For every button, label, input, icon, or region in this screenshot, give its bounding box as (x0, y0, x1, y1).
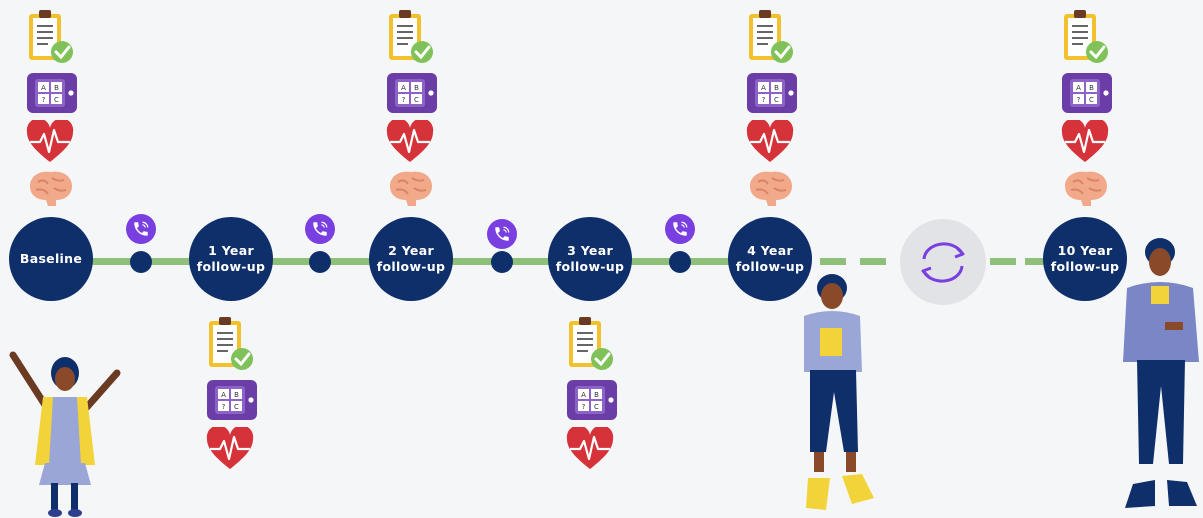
timeline-dot (309, 251, 331, 273)
heart-ecg-icon (566, 425, 614, 476)
svg-text:C: C (414, 96, 419, 104)
svg-text:C: C (54, 96, 59, 104)
svg-text:A: A (581, 391, 586, 399)
heart-ecg-icon (746, 118, 794, 169)
timeline-dot (491, 251, 513, 273)
timeline-dash (860, 258, 886, 265)
svg-text:B: B (774, 84, 779, 92)
milestone-label: Baseline (19, 251, 83, 266)
svg-text:B: B (1089, 84, 1094, 92)
timeline-dot (669, 251, 691, 273)
milestone-sublabel: follow-up (196, 259, 266, 274)
milestone-sublabel: follow-up (555, 259, 625, 274)
svg-text:A: A (1076, 84, 1081, 92)
milestone-label: 4 Year (747, 243, 793, 258)
svg-text:?: ? (42, 96, 46, 104)
timeline-dash (1025, 258, 1045, 265)
brain-icon (746, 168, 796, 215)
brain-icon (26, 168, 76, 215)
phone-call-icon (305, 214, 335, 244)
svg-text:?: ? (1077, 96, 1081, 104)
person-man-standing-illustration (804, 274, 874, 510)
svg-text:B: B (594, 391, 599, 399)
svg-text:A: A (761, 84, 766, 92)
tablet-test-icon: A B ? C (746, 72, 798, 119)
timeline-dot (130, 251, 152, 273)
heart-ecg-icon (206, 425, 254, 476)
tablet-test-icon: A B ? C (386, 72, 438, 119)
clipboard-check-icon (206, 315, 256, 378)
milestone-sublabel: follow-up (1050, 259, 1120, 274)
heart-ecg-icon (386, 118, 434, 169)
heart-ecg-icon (26, 118, 74, 169)
tablet-test-icon: A B ? C (566, 379, 618, 426)
svg-text:A: A (41, 84, 46, 92)
brain-icon (386, 168, 436, 215)
svg-text:A: A (401, 84, 406, 92)
clipboard-check-icon (566, 315, 616, 378)
milestone-sublabel: follow-up (376, 259, 446, 274)
clipboard-check-icon (746, 8, 796, 71)
brain-icon (1061, 168, 1111, 215)
svg-text:?: ? (222, 403, 226, 411)
svg-text:C: C (594, 403, 599, 411)
tablet-test-icon: A B ? C (206, 379, 258, 426)
milestone-sublabel: follow-up (735, 259, 805, 274)
svg-text:B: B (54, 84, 59, 92)
milestone-label: 3 Year (567, 243, 613, 258)
milestone-baseline: Baseline (9, 217, 93, 301)
svg-text:C: C (1089, 96, 1094, 104)
clipboard-check-icon (1061, 8, 1111, 71)
phone-call-icon (126, 214, 156, 244)
person-girl-cheering-illustration (9, 351, 121, 517)
tablet-test-icon: A B ? C (26, 72, 78, 119)
cycle-arrows-icon (900, 219, 986, 305)
milestone-label: 10 Year (1057, 243, 1113, 258)
milestone-label: 1 Year (208, 243, 254, 258)
person-man-with-phone-illustration (1123, 238, 1199, 508)
clipboard-check-icon (386, 8, 436, 71)
svg-text:C: C (234, 403, 239, 411)
svg-text:B: B (234, 391, 239, 399)
svg-text:B: B (414, 84, 419, 92)
tablet-test-icon: A B ? C (1061, 72, 1113, 119)
clipboard-check-icon (26, 8, 76, 71)
svg-text:A: A (221, 391, 226, 399)
timeline-dash (990, 258, 1016, 265)
svg-text:C: C (774, 96, 779, 104)
milestone-label: 2 Year (388, 243, 434, 258)
heart-ecg-icon (1061, 118, 1109, 169)
svg-text:?: ? (582, 403, 586, 411)
timeline-dash (820, 258, 846, 265)
phone-call-icon (665, 214, 695, 244)
svg-text:?: ? (402, 96, 406, 104)
phone-call-icon (487, 219, 517, 249)
svg-text:?: ? (762, 96, 766, 104)
